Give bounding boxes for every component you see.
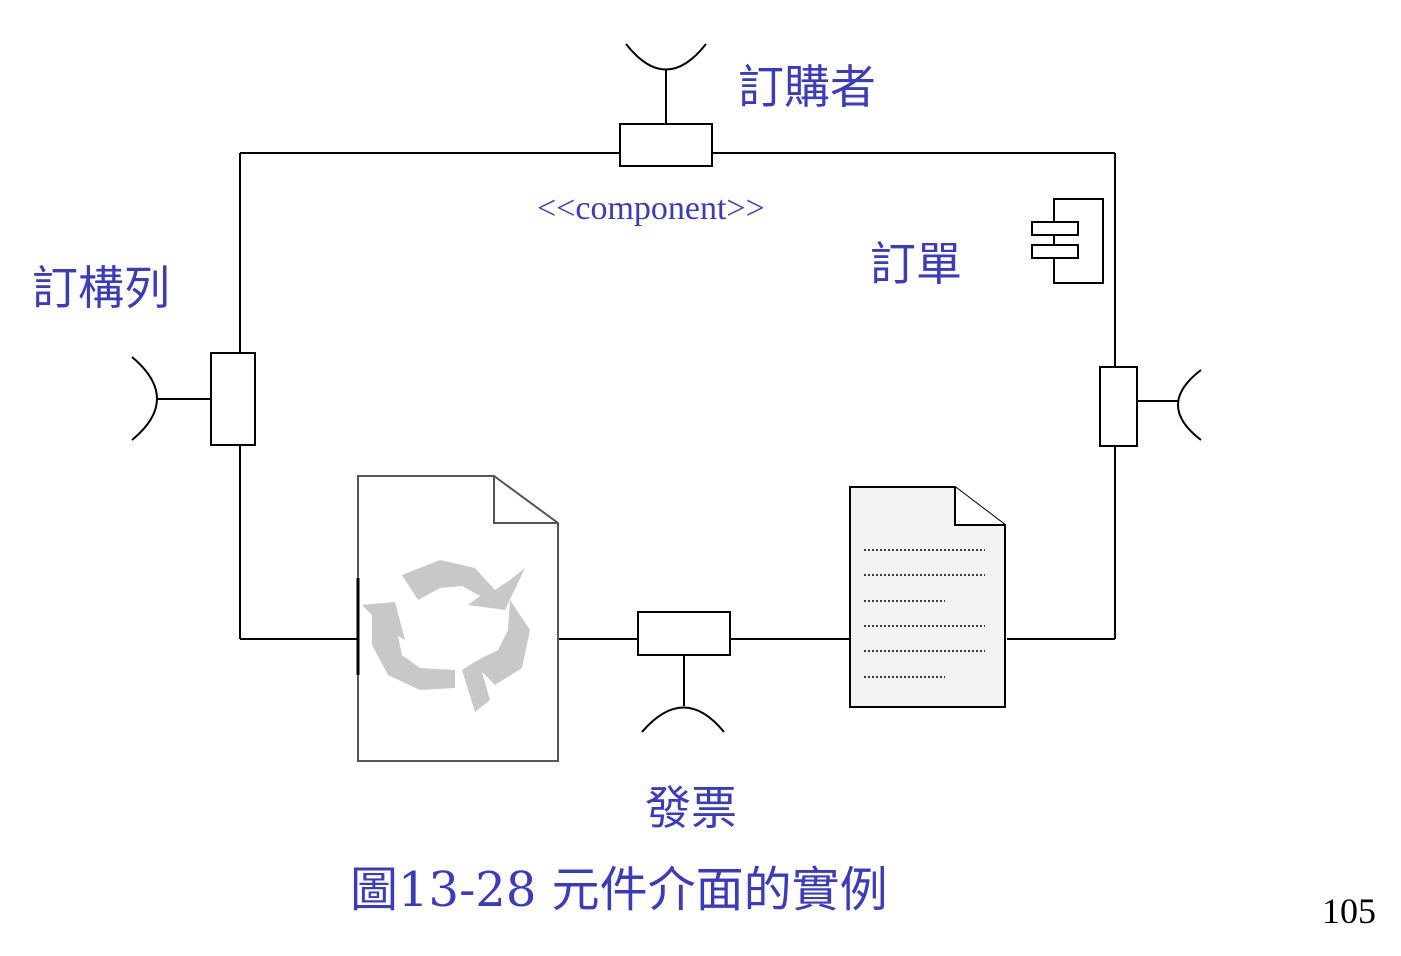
component-boundary <box>239 152 1116 640</box>
right-port <box>1099 366 1178 447</box>
interface-label-left: 訂構列 <box>32 261 170 315</box>
interface-label-top: 訂購者 <box>738 60 876 114</box>
interface-label-bottom: 發票 <box>645 781 737 835</box>
right-socket-icon <box>1177 369 1202 441</box>
figure-caption: 圖13-28 元件介面的實例 <box>350 862 888 918</box>
top-port <box>619 70 713 167</box>
bottom-port <box>637 611 731 706</box>
page-number: 105 <box>1322 891 1376 931</box>
component-icon <box>1031 198 1104 284</box>
component-name: 訂單 <box>870 237 962 291</box>
left-socket-icon <box>131 356 158 441</box>
recycle-document-icon <box>356 475 559 762</box>
top-socket-icon <box>625 43 707 71</box>
text-document-icon <box>849 486 1006 708</box>
component-stereotype: <<component>> <box>537 190 765 227</box>
bottom-socket-icon <box>641 706 725 733</box>
left-port <box>157 352 256 446</box>
